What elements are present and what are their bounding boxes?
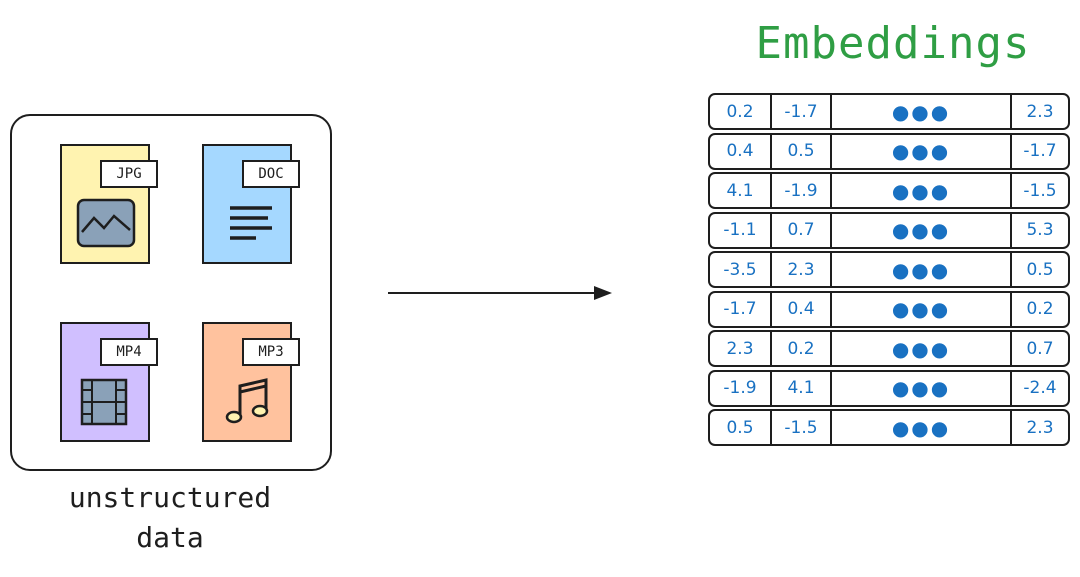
embedding-row: -1.9 4.1●●●-2.4 <box>708 369 1070 407</box>
ellipsis-dots: ●●● <box>830 292 1010 326</box>
embedding-value-first: -3.5 <box>723 259 757 280</box>
ellipsis-dots: ●●● <box>830 134 1010 168</box>
file-tag-mp3: MP3 <box>242 338 300 366</box>
embedding-value-second: 0.5 <box>770 134 830 168</box>
embedding-value-first: 0.4 <box>726 141 754 161</box>
embedding-value-last: 5.3 <box>1010 213 1068 247</box>
embedding-value-last: -1.7 <box>1010 134 1068 168</box>
embedding-value-last: 0.7 <box>1010 332 1068 365</box>
file-tag-mp4: MP4 <box>100 338 158 366</box>
caption-line-2: data <box>136 521 204 554</box>
embedding-value-last: -2.4 <box>1010 371 1068 405</box>
embedding-row: 0.5 -1.5●●●2.3 <box>708 409 1070 446</box>
jpg-file-icon: JPG <box>60 144 158 264</box>
image-icon <box>76 198 136 248</box>
embedding-value-second: -1.7 <box>770 95 830 128</box>
embedding-value-first: -1.7 <box>723 299 757 319</box>
embedding-row: 0.2 -1.7●●●2.3 <box>708 93 1070 130</box>
embedding-row: 2.3 0.2●●●0.7 <box>708 330 1070 367</box>
embedding-value-second: 0.2 <box>770 332 830 365</box>
caption-line-1: unstructured <box>68 481 272 514</box>
ellipsis-dots: ●●● <box>830 332 1010 365</box>
ellipsis-dots: ●●● <box>830 253 1010 286</box>
text-lines-icon <box>230 206 272 240</box>
embedding-value-second: 0.7 <box>770 213 830 247</box>
ellipsis-dots: ●●● <box>830 95 1010 128</box>
transform-arrow <box>388 286 612 300</box>
file-tag-jpg: JPG <box>100 160 158 188</box>
embedding-value-second: 2.3 <box>770 253 830 286</box>
embedding-row: -3.5 2.3●●●0.5 <box>708 251 1070 288</box>
embedding-value-first: 0.2 <box>726 101 754 122</box>
embedding-value-first: -1.1 <box>723 220 757 240</box>
mp3-file-icon: MP3 <box>202 322 300 442</box>
embedding-value-first: 2.3 <box>726 338 754 359</box>
embedding-row: -1.1 0.7●●●5.3 <box>708 211 1070 249</box>
embedding-value-second: 4.1 <box>770 371 830 405</box>
embedding-row: 4.1 -1.9●●●-1.5 <box>708 172 1070 209</box>
music-note-icon <box>225 378 269 424</box>
embedding-value-first: 4.1 <box>726 180 754 201</box>
embeddings-title: Embeddings <box>755 18 1031 69</box>
embedding-value-last: 0.5 <box>1010 253 1068 286</box>
ellipsis-dots: ●●● <box>830 213 1010 247</box>
film-icon <box>80 378 128 426</box>
unstructured-data-caption: unstructured data <box>30 478 310 558</box>
embedding-value-last: 0.2 <box>1010 292 1068 326</box>
ellipsis-dots: ●●● <box>830 174 1010 207</box>
ellipsis-dots: ●●● <box>830 371 1010 405</box>
mp4-file-icon: MP4 <box>60 322 158 442</box>
embedding-value-first: 0.5 <box>726 417 754 438</box>
unstructured-data-box: JPG DOC MP4 MP3 <box>10 114 332 471</box>
embedding-value-second: -1.5 <box>770 411 830 444</box>
embedding-value-last: 2.3 <box>1010 95 1068 128</box>
doc-file-icon: DOC <box>202 144 300 264</box>
ellipsis-dots: ●●● <box>830 411 1010 444</box>
embedding-row: -1.7 0.4●●●0.2 <box>708 290 1070 328</box>
embedding-value-last: -1.5 <box>1010 174 1068 207</box>
embedding-value-last: 2.3 <box>1010 411 1068 444</box>
embedding-value-first: -1.9 <box>723 378 757 398</box>
embedding-row: 0.4 0.5●●●-1.7 <box>708 132 1070 170</box>
embedding-value-second: -1.9 <box>770 174 830 207</box>
embedding-value-second: 0.4 <box>770 292 830 326</box>
file-tag-doc: DOC <box>242 160 300 188</box>
